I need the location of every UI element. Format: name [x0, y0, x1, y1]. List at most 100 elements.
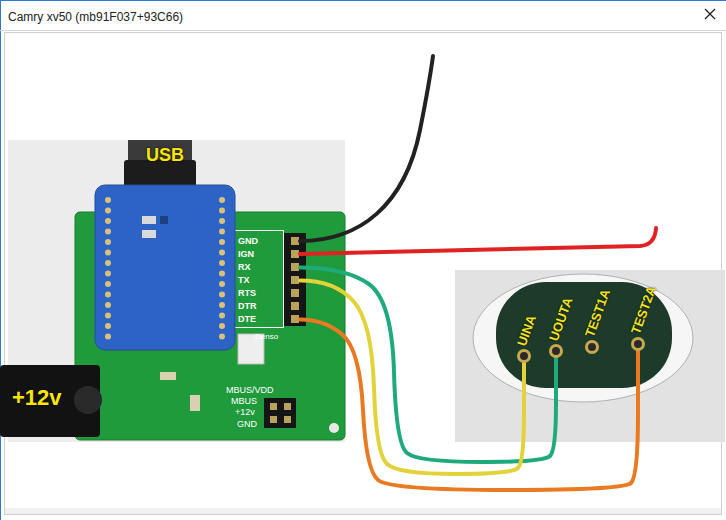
usb-module [95, 185, 235, 350]
component [160, 216, 168, 224]
adapter-board: DensoGNDIGNRXTXRTSDTRDTE [75, 212, 345, 440]
close-icon [705, 9, 715, 19]
pin-hole [219, 208, 225, 214]
silk-label-holder: +12v [235, 401, 255, 419]
photo-label-holder: USB [146, 145, 184, 166]
header-pin [291, 237, 299, 245]
pad-contact [549, 344, 563, 358]
header-pin [284, 403, 291, 410]
pin-header [264, 398, 296, 428]
pin-hole [219, 292, 225, 298]
bottom-strip [5, 508, 721, 514]
pin-name: DTE [238, 313, 300, 326]
pin-hole [105, 250, 111, 256]
header-pin [270, 416, 277, 423]
silk-label: MBUS [231, 396, 257, 406]
pin-hole [105, 323, 111, 329]
pin-name: TX [238, 274, 300, 287]
silk-label-holder: MBUS [231, 390, 257, 408]
wire [300, 268, 556, 463]
component [190, 395, 200, 411]
pin-hole [105, 229, 111, 235]
pin-name: GND [238, 235, 300, 248]
pad-contact [517, 349, 531, 363]
pin-hole [219, 218, 225, 224]
pin-hole [219, 313, 225, 319]
pin-name: DTR [238, 300, 300, 313]
header-pin [291, 315, 299, 323]
close-icon [705, 9, 715, 19]
pin-hole [105, 260, 111, 266]
pin-hole [219, 302, 225, 308]
silk-label: GND [237, 419, 257, 429]
pad-label: TEST1A [582, 287, 613, 339]
gnd-wire [300, 56, 433, 241]
photo-ground [455, 270, 725, 442]
pin-hole [105, 334, 111, 340]
pad-contact [585, 340, 599, 354]
wire [300, 281, 524, 475]
header-pin-label: RTS [236, 287, 300, 300]
dc-jack-socket [74, 386, 102, 414]
pin-hole [219, 229, 225, 235]
connector-opening [473, 274, 693, 402]
test-pad: UINA [514, 298, 547, 363]
header-pin-label: DTR [236, 300, 300, 313]
pin-hole [219, 239, 225, 245]
pin-hole [105, 313, 111, 319]
silk-label: MBUS/VDD [226, 385, 274, 395]
pin-hole [105, 197, 111, 203]
header-pin [291, 289, 299, 297]
pin-hole [219, 250, 225, 256]
header-pin [284, 416, 291, 423]
pin-hole [105, 218, 111, 224]
header-pin [291, 276, 299, 284]
pin-hole [219, 334, 225, 340]
header-pin-label: DTE [236, 313, 300, 326]
photo-label: +12v [12, 385, 62, 410]
pad-label: UOUTA [546, 295, 576, 343]
wire [300, 320, 638, 491]
pin-name: RTS [238, 287, 300, 300]
pin-hole [105, 292, 111, 298]
silk-label-holder: Denso [255, 325, 278, 343]
photo-label: USB [146, 145, 184, 165]
photo-ground [8, 140, 345, 442]
led [142, 230, 156, 238]
window-border [0, 0, 1, 520]
pin-hole [105, 281, 111, 287]
pad-label: UINA [514, 313, 539, 348]
pin-hole [105, 239, 111, 245]
header-pin [291, 263, 299, 271]
silk-label-holder: MBUS/VDD [226, 379, 274, 397]
ign-wire [300, 228, 656, 254]
pin-hole [219, 197, 225, 203]
photo-label-holder: +12v [12, 385, 62, 411]
header-pin-label: TX [236, 274, 300, 287]
header-pin-label: GND [236, 235, 300, 248]
pad-label: TEST2A [628, 284, 659, 336]
header-pin [291, 302, 299, 310]
header-pin-label: IGN [236, 248, 300, 261]
test-pad: TEST2A [628, 270, 668, 351]
header-pin [291, 250, 299, 258]
title-bar-rule [0, 30, 726, 31]
window-border [0, 0, 726, 1]
pin-hole [219, 260, 225, 266]
pin-name: IGN [238, 248, 300, 261]
led [142, 216, 156, 224]
pad-label-holder: TEST2A [635, 324, 685, 342]
pin-hole [105, 302, 111, 308]
pin-name: RX [238, 261, 300, 274]
test-pad: UOUTA [546, 281, 584, 358]
pin-hole [105, 208, 111, 214]
mounting-hole [329, 423, 339, 433]
test-pad: TEST1A [582, 273, 622, 354]
pad-contact [631, 337, 645, 351]
silk-label: Denso [255, 332, 278, 341]
title-holder: Camry xv50 (mb91F037+93C66) [8, 7, 183, 25]
